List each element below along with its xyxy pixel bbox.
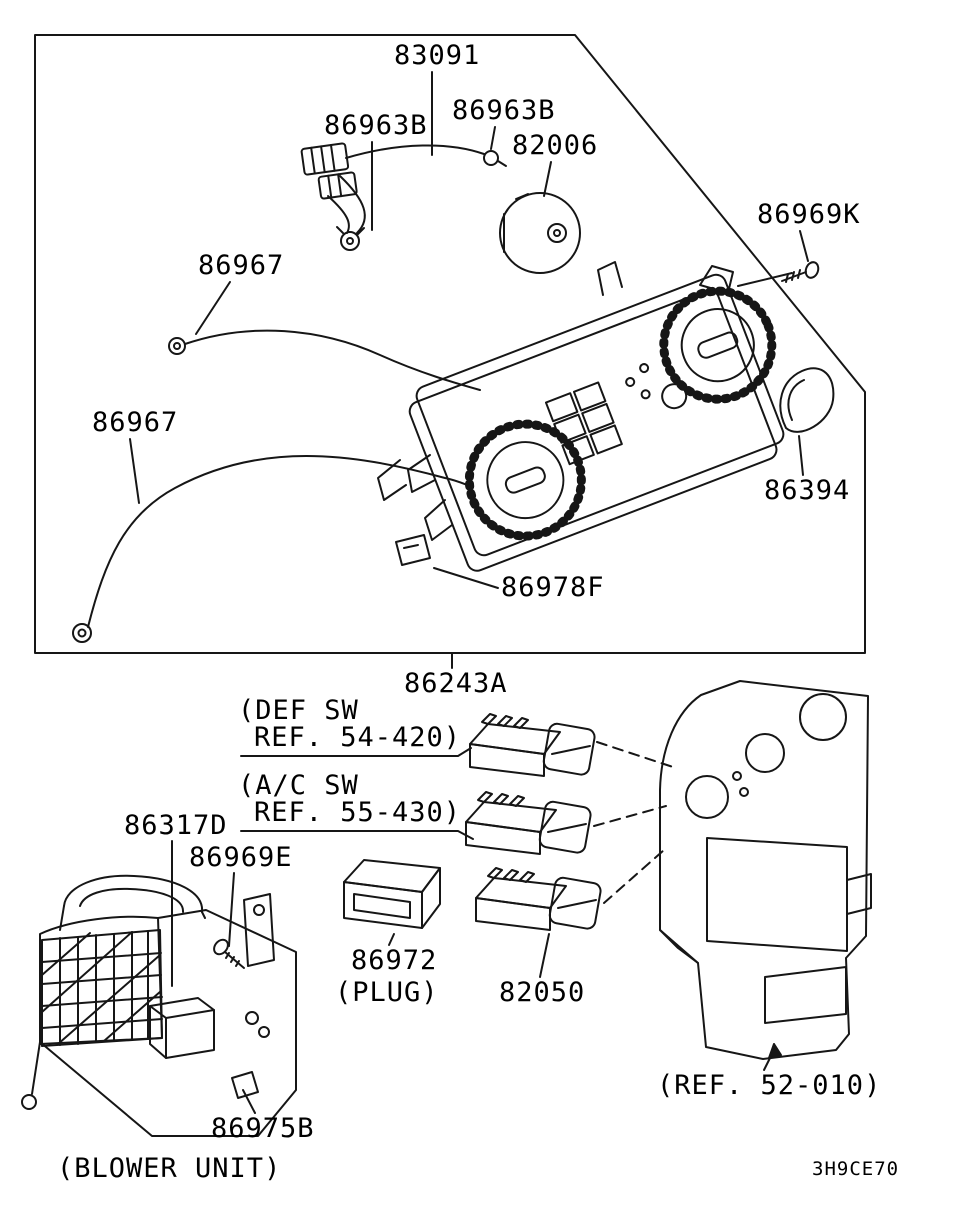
part-label-83091: 83091 <box>394 40 481 71</box>
assembly-dashed-lines <box>593 741 677 904</box>
switch-def <box>469 713 596 777</box>
switch-82050 <box>475 867 602 931</box>
part-label-86243A: 86243A <box>404 668 508 699</box>
caption-blower-unit: (BLOWER UNIT) <box>57 1153 282 1184</box>
part-label-86963B-right: 86963B <box>452 95 556 126</box>
note-plug: (PLUG) <box>335 977 439 1008</box>
top-box-outline <box>34 34 866 654</box>
heater-control-panel <box>377 261 785 572</box>
wire-harness-83091 <box>300 142 507 251</box>
clip-86978F-icon <box>395 534 431 566</box>
plug-86972 <box>343 859 441 929</box>
console-panel <box>659 680 872 1060</box>
note-ac-switch-line1: (A/C SW <box>238 770 359 801</box>
part-label-86978F: 86978F <box>501 572 605 603</box>
cable-86967-upper <box>168 329 481 391</box>
bulb-socket-left-icon <box>336 226 365 251</box>
switch-ac <box>465 791 592 855</box>
knob-86394-icon <box>779 367 835 433</box>
part-label-86972: 86972 <box>351 945 438 976</box>
note-def-switch-line1: (DEF SW <box>238 695 359 726</box>
screw-86969K-icon <box>781 261 820 283</box>
part-label-82006: 82006 <box>512 130 599 161</box>
note-ref-52-010: (REF. 52-010) <box>657 1070 882 1101</box>
part-label-86969K: 86969K <box>757 199 861 230</box>
bulb-socket-right-icon <box>483 150 507 167</box>
part-label-86394: 86394 <box>764 475 851 506</box>
part-label-86967-lower: 86967 <box>92 407 179 438</box>
part-label-86969E: 86969E <box>189 842 293 873</box>
screw-86969E-icon <box>213 938 245 969</box>
motor-82006 <box>499 192 581 274</box>
note-ac-switch-line2: REF. 55-430) <box>254 797 462 828</box>
cable-86967-lower <box>72 455 471 643</box>
part-label-86317D: 86317D <box>124 810 228 841</box>
note-def-switch-line2: REF. 54-420) <box>254 722 462 753</box>
diagram-code: 3H9CE70 <box>812 1158 900 1180</box>
leader-lines <box>129 71 809 1114</box>
blower-unit <box>21 874 297 1137</box>
part-label-86967-upper: 86967 <box>198 250 285 281</box>
part-label-86975B: 86975B <box>211 1113 315 1144</box>
part-label-82050: 82050 <box>499 977 586 1008</box>
part-label-86963B-left: 86963B <box>324 110 428 141</box>
